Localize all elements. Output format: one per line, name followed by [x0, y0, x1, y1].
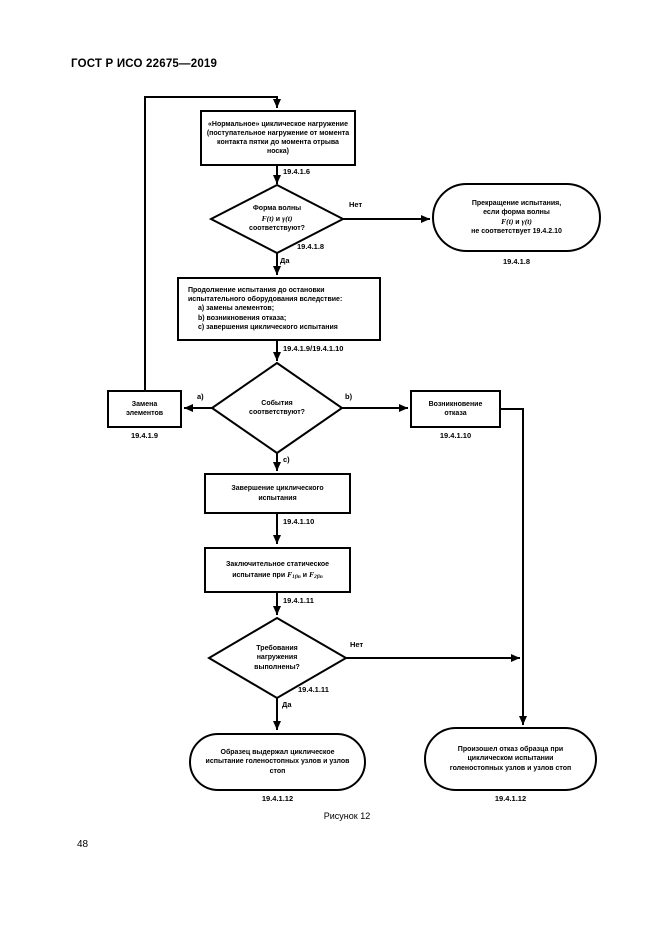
process-replace-elements: Замена элементов [107, 390, 182, 428]
force-f1: F [287, 569, 293, 579]
terminator-sample-failed-label: Произошел отказ образца при циклическом … [449, 746, 572, 772]
figure-caption: Рисунок 12 [323, 811, 371, 821]
terminator-stop-test-line2: если форма волны [483, 208, 550, 216]
terminator-stop-test: Прекращение испытания, если форма волны … [432, 183, 601, 252]
process-failure-occurrence-line1: Возникновение [428, 400, 483, 408]
decision-loading-requirements-shape [207, 616, 348, 700]
f-of-t: F(t) [261, 213, 274, 223]
decision-loadreq-line1: Требования [256, 644, 298, 652]
process-replace-elements-line1: Замена [131, 400, 158, 408]
page-number: 48 [77, 839, 89, 850]
process-final-static-line2: испытание при F1fin и F2fin [232, 569, 323, 581]
process-continue-test-intro: Продолжение испытания до остановки испыт… [188, 286, 343, 304]
decision-loadreq-line2: нагружения [256, 654, 298, 662]
terminator-stop-test-line4: не соответствует 19.4.2.10 [471, 228, 562, 236]
process-normal-cyclic-loading: «Нормальное» циклическое нагружение (пос… [200, 110, 356, 166]
decision-waveform-line2: F(t) и γ(t) [262, 214, 293, 224]
decision-loadreq-line3: выполнены? [254, 663, 300, 671]
and-word: и [300, 571, 310, 579]
force-f1-subscript: 1fin [292, 574, 301, 581]
process-continue-test: Продолжение испытания до остановки испыт… [177, 277, 381, 341]
process-failure-occurrence-line2: отказа [444, 410, 467, 417]
ref-sample-failed: 19.4.1.12 [494, 794, 527, 803]
decision-loading-requirements: Требования нагружения выполнены? [217, 631, 337, 685]
decision-events-shape [210, 361, 344, 455]
process-final-static-test: Заключительное статическое испытание при… [204, 547, 351, 593]
terminator-sample-failed: Произошел отказ образца при циклическом … [424, 727, 597, 791]
process-complete-cyclic-test-label: Завершение циклического испытания [231, 485, 324, 502]
label-loadreq-yes: Да [282, 700, 292, 709]
terminator-sample-passed: Образец выдержал циклическое испытание г… [189, 733, 366, 791]
ref-19-4-1-6: 19.4.1.6 [283, 167, 311, 176]
terminator-sample-passed-label: Образец выдержал циклическое испытание г… [205, 749, 350, 775]
ref-replace-elements: 19.4.1.9 [130, 431, 159, 440]
f-of-t: F(t) [501, 217, 514, 226]
ref-final-static-test: 19.4.1.11 [283, 596, 314, 605]
final-static-text: испытание при [232, 571, 288, 579]
page-header: ГОСТ Р ИСО 22675—2019 [71, 58, 218, 70]
label-branch-b: b) [345, 392, 353, 401]
decision-waveform-shape [208, 183, 346, 255]
process-continue-test-item-b: b) возникновения отказа; [198, 314, 287, 322]
process-replace-elements-line2: элементов [125, 410, 164, 417]
process-complete-cyclic-test: Завершение циклического испытания [204, 473, 351, 514]
ref-loading-requirements: 19.4.1.11 [298, 685, 329, 694]
decision-waveform-line3: соответствуют? [249, 225, 305, 233]
process-normal-cyclic-loading-label: «Нормальное» циклическое нагружение (пос… [206, 120, 350, 156]
gamma-of-t: γ(t) [282, 213, 293, 223]
decision-events: События соответствуют? [222, 386, 332, 430]
gamma-of-t: γ(t) [521, 217, 532, 226]
label-waveform-yes: Да [280, 256, 290, 265]
process-final-static-line1: Заключительное статическое [225, 561, 330, 569]
wire-failure-to-failed [501, 408, 527, 725]
terminator-stop-test-line1: Прекращение испытания, [471, 199, 562, 207]
ref-continue-test: 19.4.1.9/19.4.1.10 [283, 344, 344, 353]
ref-failure-occurrence: 19.4.1.10 [439, 431, 472, 440]
process-continue-test-item-a: a) замены элементов; [198, 305, 275, 313]
wire-feedback-entry [144, 96, 281, 390]
ref-complete-cyclic-test: 19.4.1.10 [283, 517, 315, 526]
terminator-stop-test-line3: F(t) и γ(t) [501, 217, 532, 227]
decision-events-line2: соответствуют? [249, 409, 305, 416]
ref-waveform: 19.4.1.8 [297, 242, 325, 251]
force-f2-subscript: 2fin [314, 574, 323, 581]
ref-sample-passed: 19.4.1.12 [261, 794, 294, 803]
process-continue-test-item-c: c) завершения циклического испытания [198, 323, 338, 331]
force-f2: F [309, 569, 315, 579]
label-waveform-no: Нет [349, 200, 363, 209]
label-branch-c: c) [283, 455, 290, 464]
decision-waveform-line1: Форма волны [252, 205, 302, 213]
and-word: и [515, 219, 520, 226]
ref-stop-test: 19.4.1.8 [502, 257, 531, 266]
decision-waveform: Форма волны F(t) и γ(t) соответствуют? [217, 195, 337, 243]
label-branch-a: a) [197, 392, 204, 401]
and-word: и [275, 215, 281, 223]
label-loadreq-no: Нет [350, 640, 364, 649]
decision-events-line1: События [261, 399, 293, 407]
process-failure-occurrence: Возникновение отказа [410, 390, 501, 428]
